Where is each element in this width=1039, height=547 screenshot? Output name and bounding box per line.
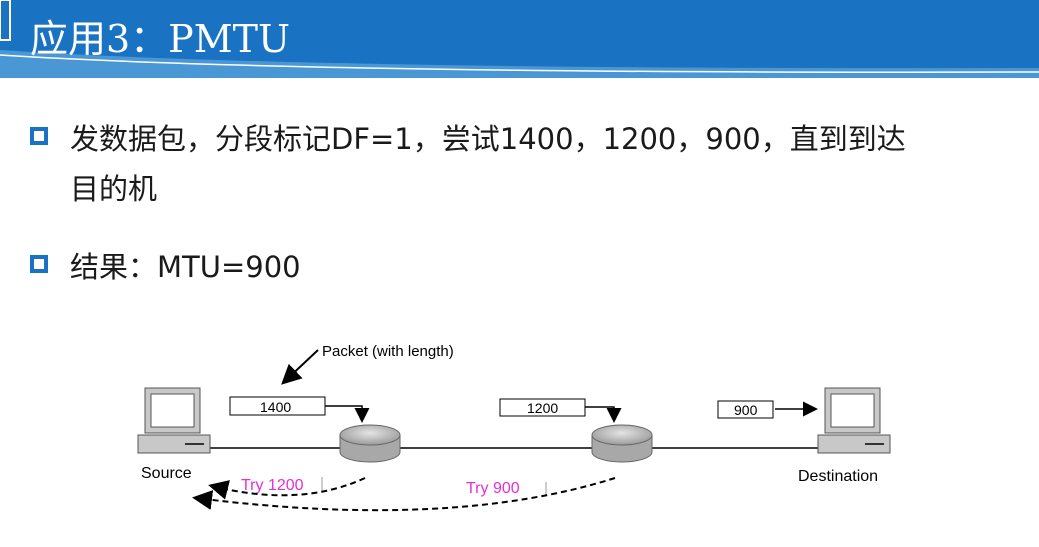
packet-label: Packet (with length) — [322, 343, 454, 360]
destination-label: Destination — [798, 468, 878, 485]
packet-size-1400: 1400 — [260, 399, 291, 415]
try-900-return-arrow — [192, 477, 616, 512]
packet-box-900 — [717, 400, 774, 419]
source-label: Source — [141, 465, 192, 482]
title-banner: 应用3：PMTU — [0, 0, 1039, 78]
try-1200-label: Try 1200 — [241, 477, 304, 494]
source-computer-icon — [137, 387, 211, 454]
bullet-text-line2: 目的机 — [70, 172, 158, 206]
packet-arrow — [325, 405, 370, 423]
try-1200-return-arrow — [208, 477, 366, 500]
square-bullet-icon — [30, 255, 48, 273]
router-icon — [591, 424, 653, 463]
banner-decoration — [0, 0, 1039, 78]
packet-pointer-arrow — [281, 349, 319, 385]
bullet-text-line1: 发数据包，分段标记DF=1，尝试1400，1200，900，直到到达 — [70, 122, 906, 156]
router-icon — [339, 424, 401, 463]
packet-arrow — [585, 406, 622, 423]
destination-computer-icon — [817, 387, 891, 454]
packet-size-1200: 1200 — [527, 400, 558, 416]
packet-size-900: 900 — [734, 402, 758, 418]
bullet-text-line1: 结果：MTU=900 — [70, 250, 301, 284]
try-900-label: Try 900 — [466, 480, 520, 497]
page-title: 应用3：PMTU — [30, 17, 291, 61]
square-bullet-icon — [30, 127, 48, 145]
pmtu-diagram: Source Destination Packet (with length) … — [137, 343, 891, 512]
